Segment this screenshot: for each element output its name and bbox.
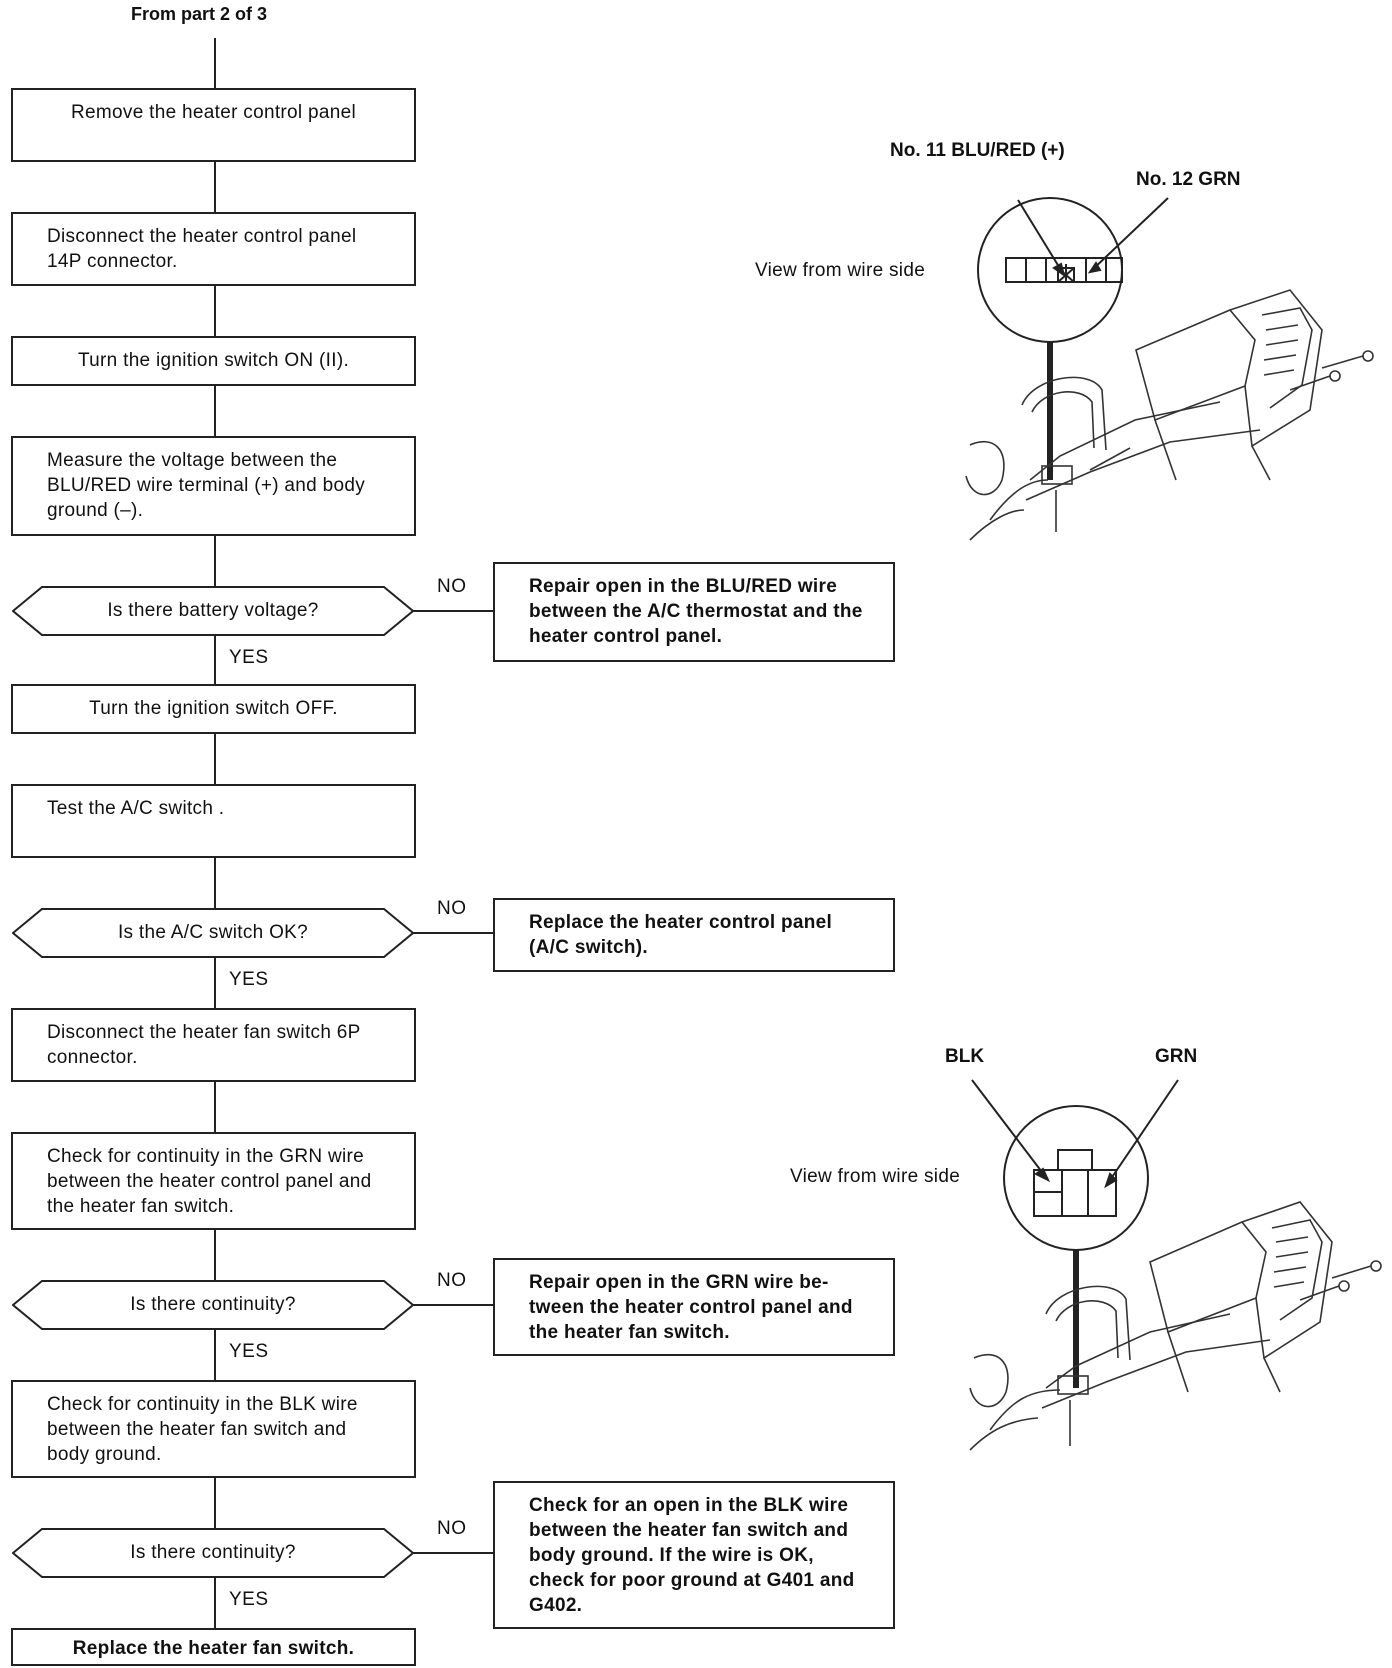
step-measure-voltage: Measure the voltage between the BLU/RED … (11, 436, 416, 536)
decision-text: Is there continuity? (130, 1294, 296, 1315)
step-remove-panel: Remove the heater control panel (11, 88, 416, 162)
decision-ac-ok: Is the A/C switch OK? (12, 908, 414, 958)
no-label: NO (437, 1270, 467, 1291)
step-test-ac: Test the A/C switch . (11, 784, 416, 858)
callout-blk: BLK (945, 1046, 985, 1067)
yes-label: YES (229, 1341, 269, 1362)
result-replace-panel: Replace the heater control panel (A/C sw… (493, 898, 895, 972)
no-label: NO (437, 576, 467, 597)
callout-blu-red: No. 11 BLU/RED (+) (890, 140, 1065, 161)
decision-text: Is there continuity? (130, 1542, 296, 1563)
connector-14p-illustration (965, 197, 1374, 541)
result-check-blk-open: Check for an open in the BLK wire betwee… (493, 1481, 895, 1629)
decision-text: Is there battery voltage? (107, 600, 319, 621)
header-from-part: From part 2 of 3 (131, 4, 268, 24)
step-ignition-off: Turn the ignition switch OFF. (11, 684, 416, 734)
view-from-wire-side-1: View from wire side (755, 260, 926, 281)
result-repair-blu-red: Repair open in the BLU/RED wire between … (493, 562, 895, 662)
decision-continuity-blk: Is there continuity? (12, 1528, 414, 1578)
yes-label: YES (229, 1589, 269, 1610)
yes-label: YES (229, 647, 269, 668)
connector-6p-illustration (969, 1079, 1382, 1451)
decision-battery-voltage: Is there battery voltage? (12, 586, 414, 636)
step-final-replace-switch: Replace the heater fan switch. (11, 1628, 416, 1666)
decision-text: Is the A/C switch OK? (117, 922, 309, 943)
step-disconnect-6p: Disconnect the heater fan switch 6P conn… (11, 1008, 416, 1082)
no-label: NO (437, 898, 467, 919)
step-check-blk: Check for continuity in the BLK wire bet… (11, 1380, 416, 1478)
view-from-wire-side-2: View from wire side (790, 1166, 961, 1187)
yes-label: YES (229, 969, 269, 990)
result-repair-grn: Repair open in the GRN wire be-tween the… (493, 1258, 895, 1356)
step-ignition-on: Turn the ignition switch ON (II). (11, 336, 416, 386)
step-check-grn: Check for continuity in the GRN wire bet… (11, 1132, 416, 1230)
no-label: NO (437, 1518, 467, 1539)
callout-grn-12: No. 12 GRN (1136, 169, 1241, 190)
decision-continuity-grn: Is there continuity? (12, 1280, 414, 1330)
callout-grn: GRN (1155, 1046, 1198, 1067)
step-disconnect-14p: Disconnect the heater control panel 14P … (11, 212, 416, 286)
